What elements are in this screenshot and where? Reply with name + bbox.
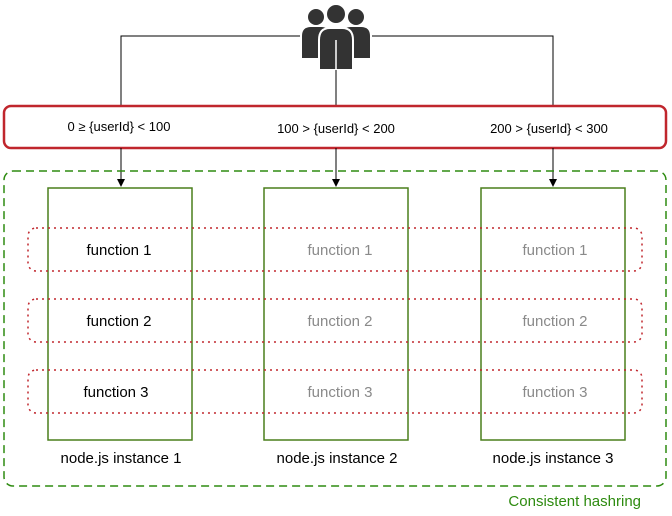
instance-3-function-2: function 2 (522, 313, 587, 330)
range-label-3: 200 > {userId} < 300 (490, 121, 608, 136)
instance-3-function-3: function 3 (522, 384, 587, 401)
consistent-hashring-label: Consistent hashring (508, 493, 641, 510)
instance-box-1 (47, 187, 193, 441)
instance-label-3: node.js instance 3 (493, 450, 614, 467)
instance-2-function-3: function 3 (307, 384, 372, 401)
connector-to-range-1 (120, 35, 300, 106)
instance-label-2: node.js instance 2 (277, 450, 398, 467)
range-label-1: 0 ≥ {userId} < 100 (68, 119, 171, 134)
router-arrows (117, 148, 557, 187)
range-router-box (2, 104, 668, 150)
consistent-hashring-box (3, 170, 667, 487)
instance-box-2 (263, 187, 409, 441)
instance-1-function-2: function 2 (86, 313, 151, 330)
range-label-2: 100 > {userId} < 200 (277, 121, 395, 136)
connector-to-range-3 (372, 35, 554, 106)
function-row-1 (27, 227, 643, 272)
instance-box-3 (480, 187, 626, 441)
users-group-icon (302, 3, 370, 71)
instance-1-function-1: function 1 (86, 242, 151, 259)
instance-2-function-1: function 1 (307, 242, 372, 259)
user-connectors (120, 35, 554, 106)
instance-2-function-2: function 2 (307, 313, 372, 330)
instance-3-function-1: function 1 (522, 242, 587, 259)
function-row-3 (27, 369, 643, 414)
instance-label-1: node.js instance 1 (61, 450, 182, 467)
instance-1-function-3: function 3 (83, 384, 148, 401)
function-row-2 (27, 298, 643, 343)
